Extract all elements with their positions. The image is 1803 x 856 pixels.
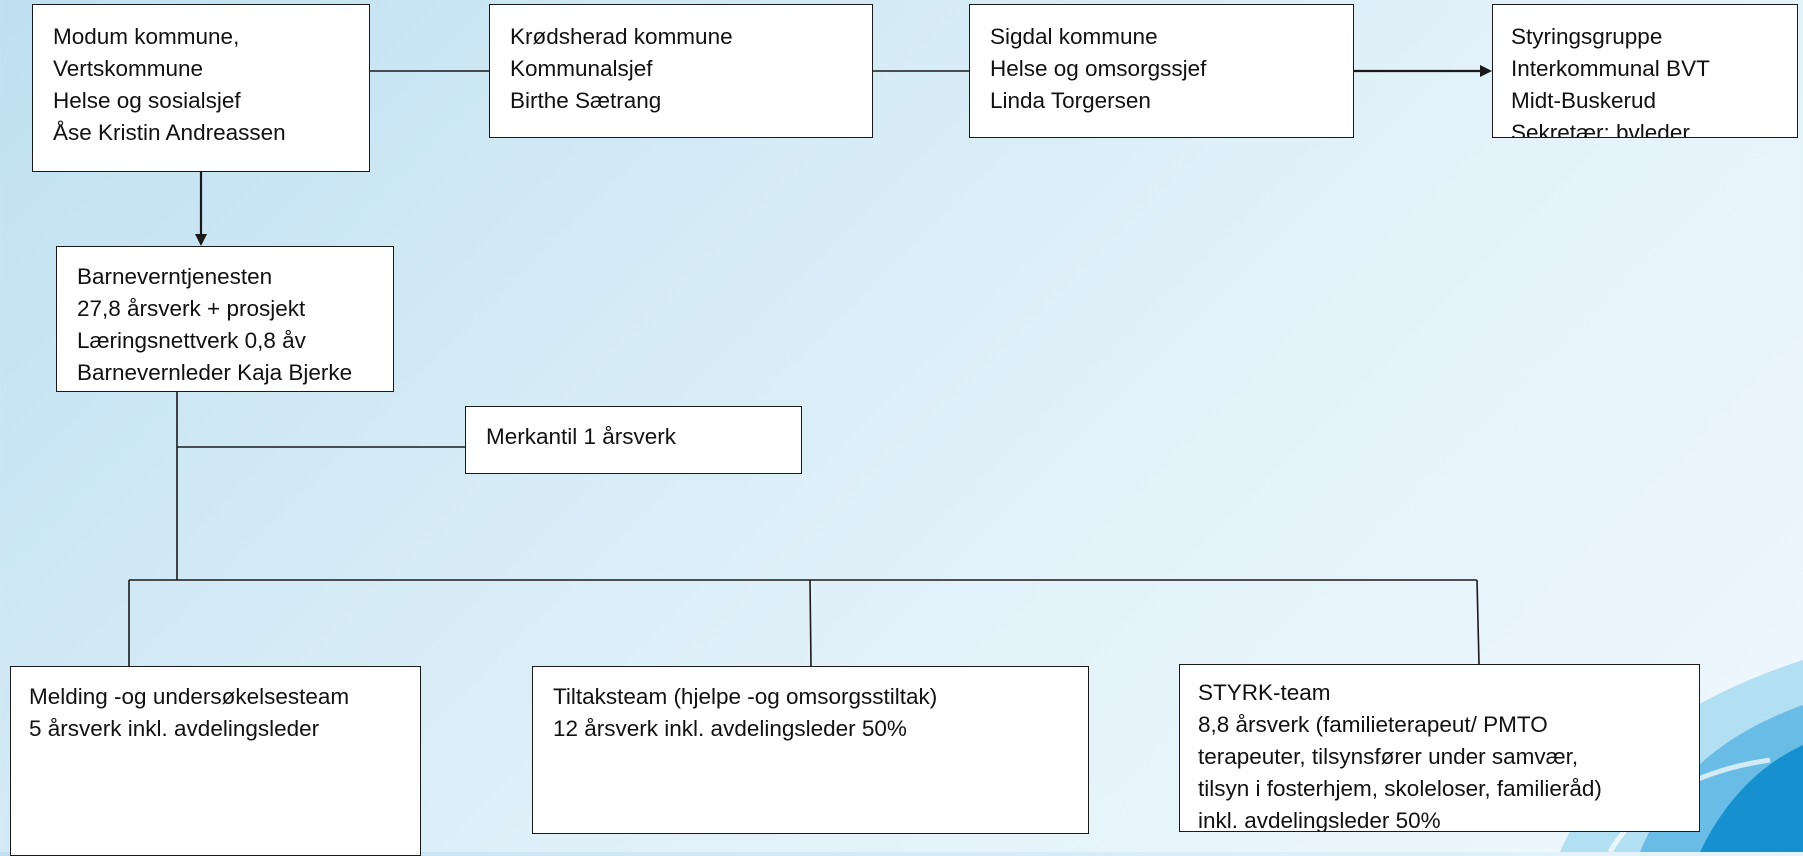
- styringsgruppe-box: Styringsgruppe Interkommunal BVT Midt-Bu…: [1492, 4, 1798, 138]
- box-line: 8,8 årsverk (familieterapeut/ PMTO: [1198, 712, 1548, 737]
- melding-team-box: Melding -og undersøkelsesteam 5 årsverk …: [10, 666, 421, 856]
- box-line: Interkommunal BVT: [1511, 56, 1710, 81]
- box-line: STYRK-team: [1198, 680, 1331, 705]
- box-line: Birthe Sætrang: [510, 88, 662, 113]
- box-line: Styringsgruppe: [1511, 24, 1663, 49]
- box-line: Åse Kristin Andreassen: [53, 120, 286, 145]
- box-line: Midt-Buskerud: [1511, 88, 1657, 113]
- connector-to-styrk: [1476, 579, 1480, 665]
- box-line: Helse og omsorgssjef: [990, 56, 1207, 81]
- modum-kommune-box: Modum kommune, Vertskommune Helse og sos…: [32, 4, 370, 172]
- tiltaksteam-box: Tiltaksteam (hjelpe -og omsorgsstiltak) …: [532, 666, 1089, 834]
- box-line: Linda Torgersen: [990, 88, 1151, 113]
- box-line: Barneverntjenesten: [77, 264, 273, 289]
- box-line: tilsyn i fosterhjem, skoleloser, familie…: [1198, 776, 1602, 801]
- box-line: Helse og sosialsjef: [53, 88, 241, 113]
- box-line: Merkantil 1 årsverk: [486, 424, 677, 449]
- box-line: 27,8 årsverk + prosjekt: [77, 296, 306, 321]
- box-line: Kommunalsjef: [510, 56, 653, 81]
- box-line: Vertskommune: [53, 56, 204, 81]
- krodsherad-kommune-box: Krødsherad kommune Kommunalsjef Birthe S…: [489, 4, 873, 138]
- box-line: terapeuter, tilsynsfører under samvær,: [1198, 744, 1579, 769]
- sigdal-kommune-box: Sigdal kommune Helse og omsorgssjef Lind…: [969, 4, 1354, 138]
- box-line: Barnevernleder Kaja Bjerke: [77, 360, 353, 385]
- barneverntjenesten-box: Barneverntjenesten 27,8 årsverk + prosje…: [56, 246, 394, 392]
- box-line: Sekretær: bvleder: [1511, 120, 1690, 138]
- merkantil-box: Merkantil 1 årsverk: [465, 406, 802, 474]
- box-line: Sigdal kommune: [990, 24, 1158, 49]
- box-line: 12 årsverk inkl. avdelingsleder 50%: [553, 716, 907, 741]
- box-line: Melding -og undersøkelsesteam: [29, 684, 350, 709]
- box-line: Modum kommune,: [53, 24, 240, 49]
- box-line: 5 årsverk inkl. avdelingsleder: [29, 716, 320, 741]
- box-line: inkl. avdelingsleder 50%: [1198, 808, 1441, 832]
- styrk-team-box: STYRK-team 8,8 årsverk (familieterapeut/…: [1179, 664, 1700, 832]
- box-line: Krødsherad kommune: [510, 24, 733, 49]
- connector-to-tiltak: [809, 579, 812, 667]
- box-line: Tiltaksteam (hjelpe -og omsorgsstiltak): [553, 684, 938, 709]
- box-line: Læringsnettverk 0,8 åv: [77, 328, 306, 353]
